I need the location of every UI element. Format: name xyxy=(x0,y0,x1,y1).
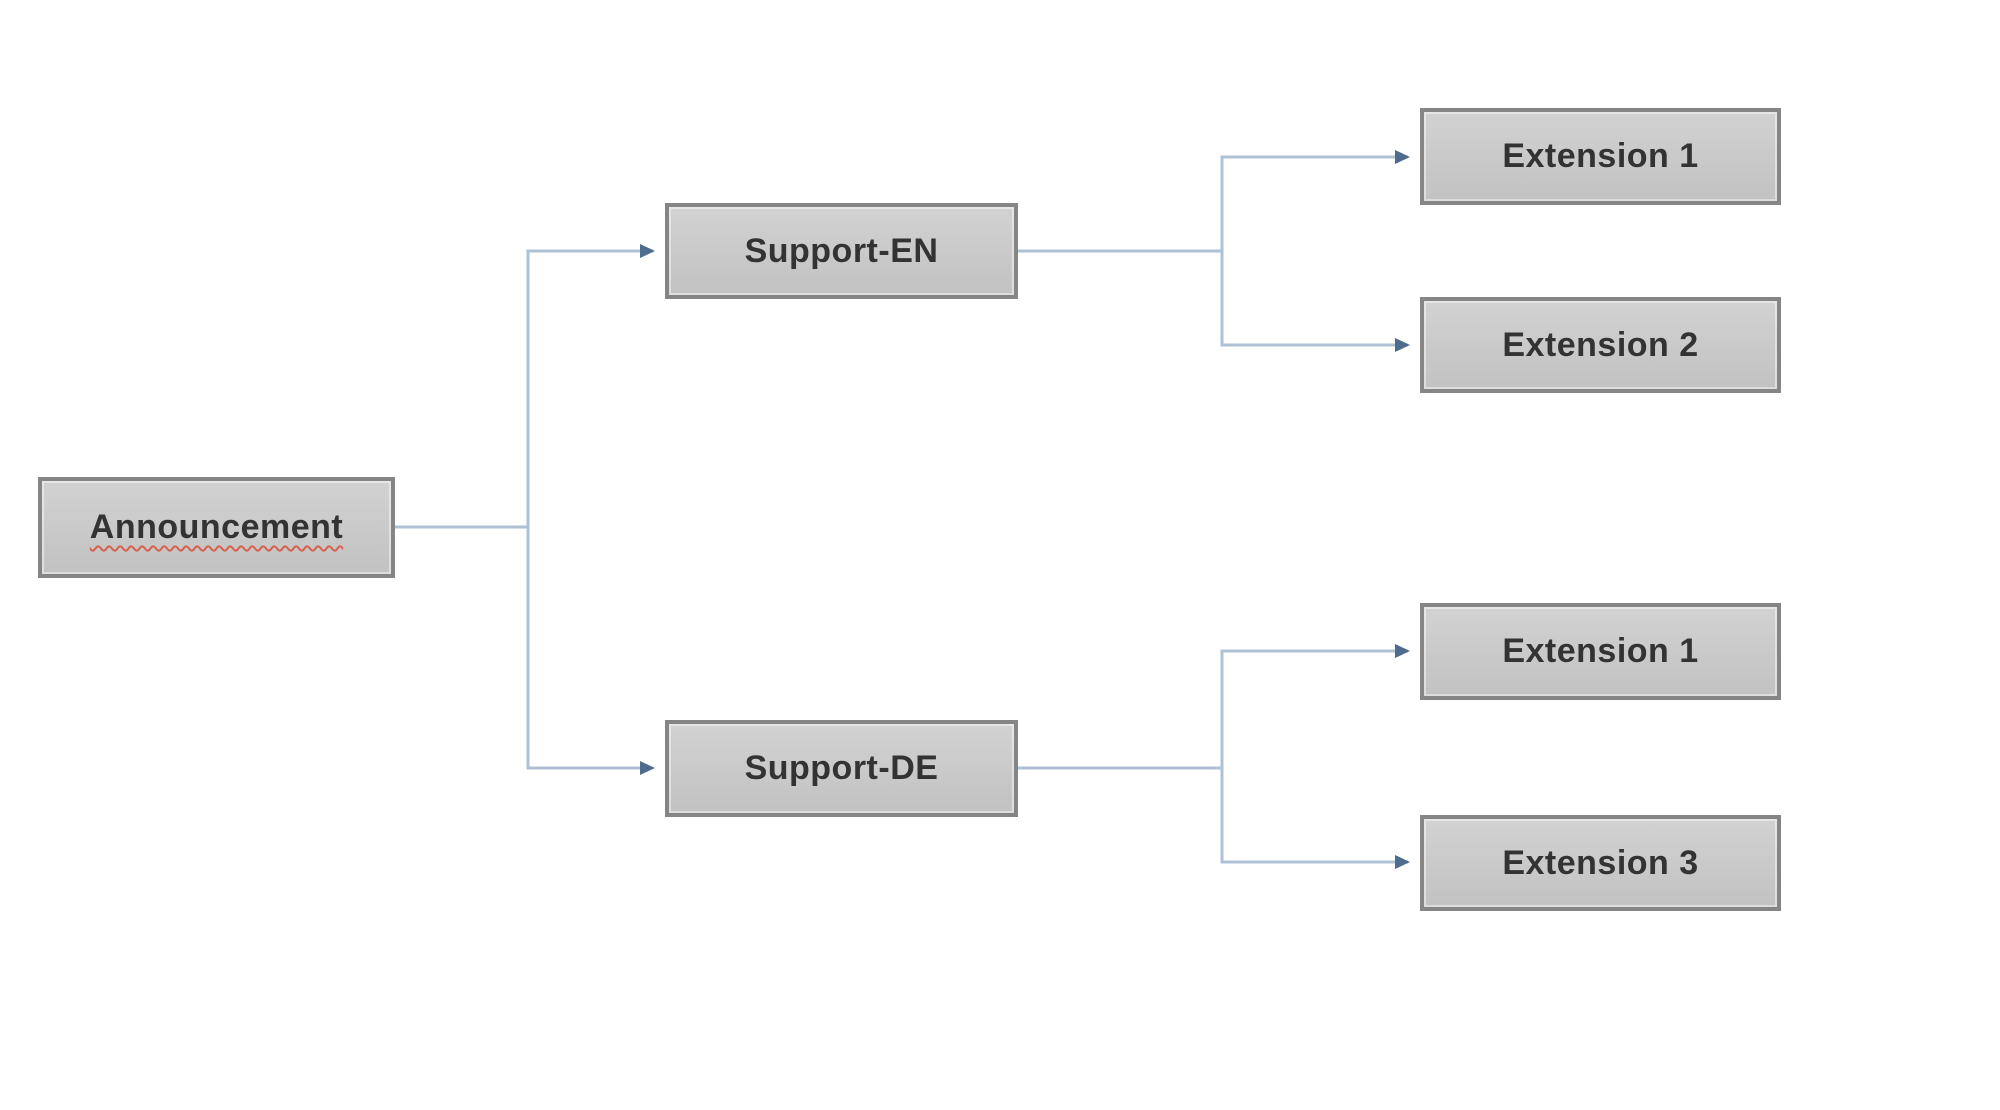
node-announcement[interactable]: Announcement xyxy=(38,477,395,578)
node-label: Announcement xyxy=(89,508,344,546)
node-support-de[interactable]: Support-DE xyxy=(665,720,1018,817)
connector-support-de-to-extension-3[interactable] xyxy=(1018,766,1410,869)
node-support-en[interactable]: Support-EN xyxy=(665,203,1018,299)
node-label: Extension 1 xyxy=(1502,137,1699,175)
node-label: Extension 1 xyxy=(1502,632,1699,670)
node-label: Support-EN xyxy=(744,231,939,270)
node-extension-3-de[interactable]: Extension 3 xyxy=(1420,815,1781,911)
node-extension-1-de[interactable]: Extension 1 xyxy=(1420,603,1781,700)
node-extension-2-en[interactable]: Extension 2 xyxy=(1420,297,1781,393)
connector-announcement-to-support-de[interactable] xyxy=(395,525,655,775)
node-label: Support-DE xyxy=(744,749,939,787)
node-label: Extension 3 xyxy=(1502,843,1699,882)
node-extension-1-en[interactable]: Extension 1 xyxy=(1420,108,1781,205)
connector-support-en-to-extension-2[interactable] xyxy=(1018,249,1410,352)
connector-support-en-to-extension-1[interactable] xyxy=(1018,150,1410,253)
connector-announcement-to-support-en[interactable] xyxy=(395,244,655,529)
connector-support-de-to-extension-1[interactable] xyxy=(1018,644,1410,770)
node-label: Extension 2 xyxy=(1502,325,1699,364)
